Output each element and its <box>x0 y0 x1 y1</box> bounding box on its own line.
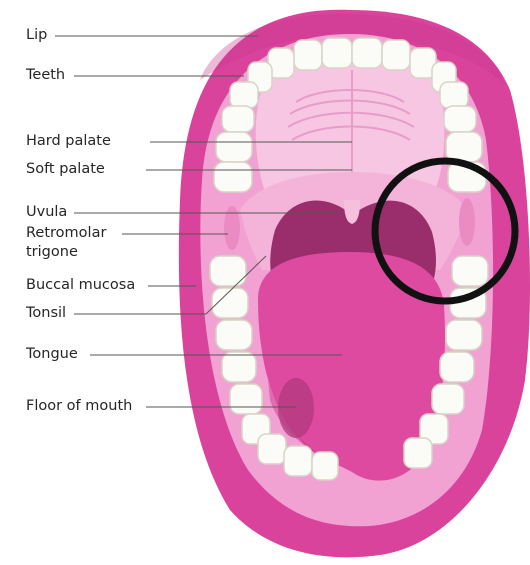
floor-of-mouth-shape <box>278 378 314 438</box>
label-floor-of-mouth: Floor of mouth <box>26 398 132 414</box>
label-tongue: Tongue <box>26 346 78 362</box>
label-soft-palate: Soft palate <box>26 161 105 177</box>
retromolar-right <box>459 198 475 246</box>
label-hard-palate: Hard palate <box>26 133 111 149</box>
label-retromolar-line2: trigone <box>26 244 78 260</box>
label-retromolar-line1: Retromolar <box>26 225 106 241</box>
label-tonsil: Tonsil <box>26 305 66 321</box>
label-teeth: Teeth <box>26 67 65 83</box>
label-lip: Lip <box>26 27 47 43</box>
label-buccal-mucosa: Buccal mucosa <box>26 277 135 293</box>
label-uvula: Uvula <box>26 204 67 220</box>
